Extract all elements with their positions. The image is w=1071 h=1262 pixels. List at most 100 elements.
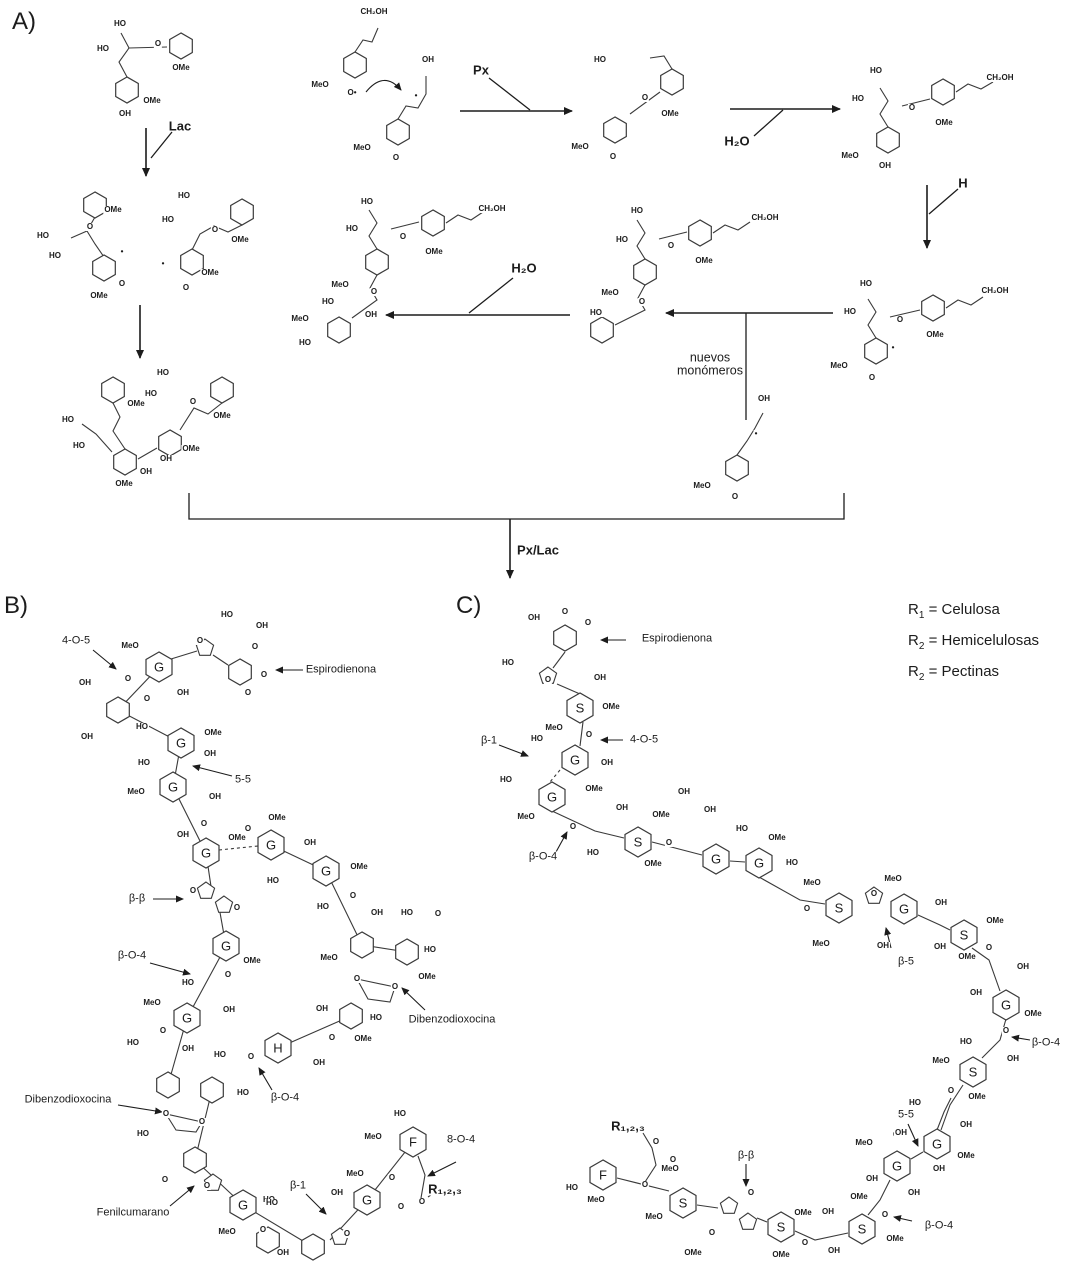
atom-label: • [160, 259, 166, 268]
atom-label: OMe [89, 291, 109, 300]
bond [118, 32, 130, 78]
bond [729, 860, 746, 863]
atom-label: O [246, 1052, 256, 1061]
atom-label: HO [630, 206, 644, 215]
bond [137, 447, 158, 460]
atom-label: OH [1016, 962, 1030, 971]
atom-label: HO [851, 94, 865, 103]
atom-label: OMe [227, 833, 247, 842]
bond [910, 1151, 924, 1160]
atom-label: O [869, 889, 879, 898]
atom-label: O [223, 970, 233, 979]
atom-label: O [327, 1033, 337, 1042]
atom-label: R₁,₂,₃ [610, 1118, 646, 1134]
atom-label: O [243, 688, 253, 697]
ring-letter-f: F [409, 1135, 417, 1150]
atom-label: MeO [290, 314, 310, 323]
atom-label: HO [360, 197, 374, 206]
atom-label: O [895, 315, 905, 324]
atom-label: OMe [142, 96, 162, 105]
atom-label: OMe [849, 1192, 869, 1201]
ring-f [399, 1126, 427, 1158]
panel-a-label: A) [12, 8, 36, 35]
ring-g [353, 1184, 381, 1216]
dioxocine-ring [164, 1113, 203, 1133]
bond [325, 870, 363, 946]
atom-label: O [802, 904, 812, 913]
atom-label: HO [265, 1198, 279, 1207]
arrow-tick [753, 109, 784, 137]
atom-label: OH [159, 454, 173, 463]
atom-label: OMe [967, 1092, 987, 1101]
legend-line: R1 = Celulosa [908, 601, 1000, 621]
ring-g [257, 829, 285, 861]
benzene-ring [169, 32, 193, 60]
ring-letter-s: S [777, 1220, 786, 1235]
atom-label: O [197, 1117, 207, 1126]
ring-letter-s: S [679, 1196, 688, 1211]
atom-label: MeO [660, 1164, 680, 1173]
atom-label: OH [80, 732, 94, 741]
atom-label: O [583, 618, 593, 627]
atom-label: O [984, 943, 994, 952]
atom-label: OH [827, 1246, 841, 1255]
ring-s [959, 1056, 987, 1088]
ring-letter-g: G [1001, 998, 1011, 1013]
atom-label: MeO [352, 143, 372, 152]
bond [940, 1084, 964, 1131]
atom-label: OH [176, 688, 190, 697]
benzene-ring [876, 126, 900, 154]
atom-label: O [417, 1197, 427, 1206]
atom-label: O [348, 891, 358, 900]
atom-label: • [119, 247, 125, 256]
atom-label: O [640, 1180, 650, 1189]
bond [696, 1204, 719, 1209]
atom-label: MeO [802, 878, 822, 887]
ring-g [145, 651, 173, 683]
atom-label: HO [144, 389, 158, 398]
atom-label: OMe [885, 1234, 905, 1243]
ring-letter-f: F [599, 1168, 607, 1183]
atom-label: OH [315, 1004, 329, 1013]
linkage-arrow [401, 987, 426, 1011]
atom-label: O [181, 283, 191, 292]
bond [354, 27, 379, 53]
linkage-arrow [498, 744, 529, 757]
atom-label: HO [266, 876, 280, 885]
ring-g [212, 930, 240, 962]
benzene-ring [210, 376, 234, 404]
atom-label: MeO [217, 1227, 237, 1236]
benzene-ring [228, 658, 252, 686]
benzene-ring [395, 938, 419, 966]
atom-label: OMe [171, 63, 191, 72]
atom-label: MeO [310, 80, 330, 89]
arrow-tick [468, 277, 514, 314]
linkage-arrow [117, 1104, 163, 1115]
ring-g [883, 1150, 911, 1182]
linkage-label: Fenilcumarano [95, 1206, 171, 1219]
reaction-arrows [92, 77, 1031, 1222]
atom-label: CH₂OH [750, 213, 780, 222]
atom-label: MeO [854, 1138, 874, 1147]
ring-s [669, 1187, 697, 1219]
atom-label: O [640, 93, 650, 102]
legend-line: R2 = Hemicelulosas [908, 632, 1040, 652]
atom-label: MeO [330, 280, 350, 289]
atom-label: O [202, 1181, 212, 1190]
linkage-arrow [907, 1123, 919, 1147]
ring-letter-g: G [176, 736, 186, 751]
atom-label: OH [139, 467, 153, 476]
bond [917, 914, 951, 931]
atom-label: HO [126, 1038, 140, 1047]
benzene-ring [115, 76, 139, 104]
benzene-ring [180, 248, 204, 276]
atom-label: OH [933, 942, 947, 951]
atom-label: CH₂OH [985, 73, 1015, 82]
atom-label: OH [865, 1174, 879, 1183]
linkage-arrow [893, 1215, 913, 1222]
atom-label: O [668, 1155, 678, 1164]
atom-label: O [117, 279, 127, 288]
atom-label: OH [677, 787, 691, 796]
atom-label: O [342, 1229, 352, 1238]
atom-label: MeO [586, 1195, 606, 1204]
